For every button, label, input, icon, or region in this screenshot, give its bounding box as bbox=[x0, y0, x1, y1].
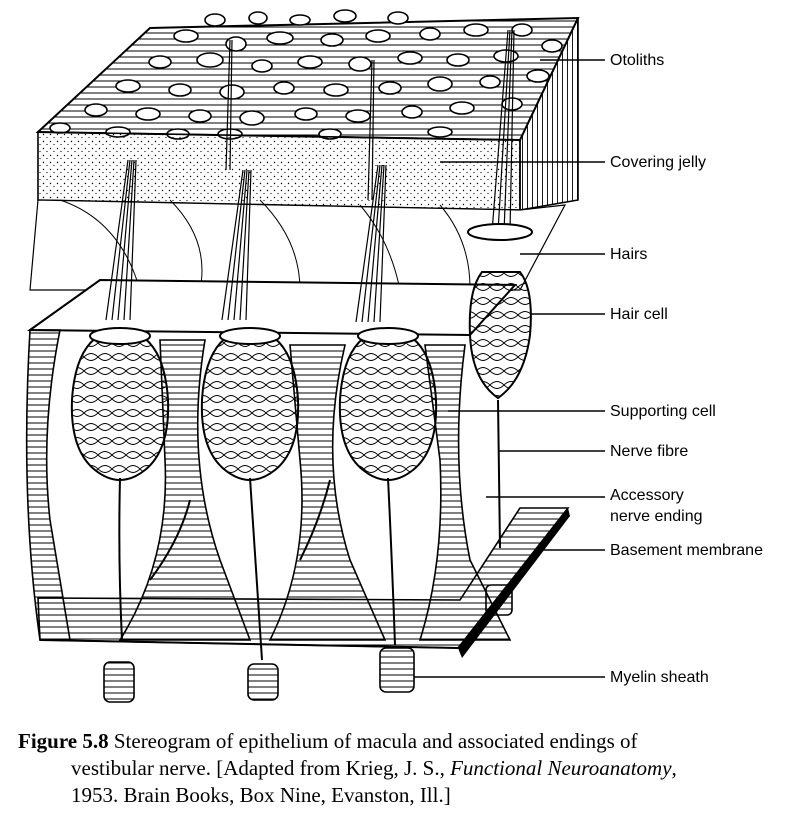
figure-number: Figure 5.8 bbox=[18, 729, 109, 753]
label-accessory-nerve-ending-line2: nerve ending bbox=[610, 508, 703, 525]
covering-jelly-layer bbox=[29, 17, 579, 291]
basement-membrane bbox=[37, 507, 570, 658]
label-nerve-fibre: Nerve fibre bbox=[610, 443, 689, 460]
caption-line-2-end: , bbox=[671, 756, 677, 780]
caption-line-1: Figure 5.8 Stereogram of epithelium of m… bbox=[18, 728, 798, 755]
figure-caption: Figure 5.8 Stereogram of epithelium of m… bbox=[18, 728, 798, 809]
hair-cells bbox=[70, 223, 533, 481]
hair-bundles bbox=[105, 29, 515, 323]
caption-line-1-text: Stereogram of epithelium of macula and a… bbox=[108, 729, 638, 753]
label-myelin-sheath: Myelin sheath bbox=[610, 669, 709, 686]
label-accessory-nerve-ending-line1: Accessory bbox=[610, 487, 684, 504]
label-supporting-cell: Supporting cell bbox=[610, 403, 716, 420]
macula-stereogram bbox=[25, 9, 605, 703]
label-otoliths: Otoliths bbox=[610, 52, 665, 69]
caption-line-3: 1953. Brain Books, Box Nine, Evanston, I… bbox=[71, 783, 451, 807]
label-covering-jelly: Covering jelly bbox=[610, 154, 707, 171]
caption-line-2-text: vestibular nerve. [Adapted from Krieg, J… bbox=[71, 756, 451, 780]
label-hair-cell: Hair cell bbox=[610, 306, 668, 323]
cuticular-plate bbox=[26, 278, 518, 337]
leader-lines bbox=[414, 59, 605, 678]
caption-line-2: vestibular nerve. [Adapted from Krieg, J… bbox=[18, 755, 798, 782]
otolith-layer bbox=[35, 9, 580, 142]
label-hairs: Hairs bbox=[610, 246, 648, 263]
label-basement-membrane: Basement membrane bbox=[610, 542, 763, 559]
caption-book-title: Functional Neuroanatomy bbox=[450, 756, 672, 780]
myelin-sheaths bbox=[103, 584, 513, 703]
